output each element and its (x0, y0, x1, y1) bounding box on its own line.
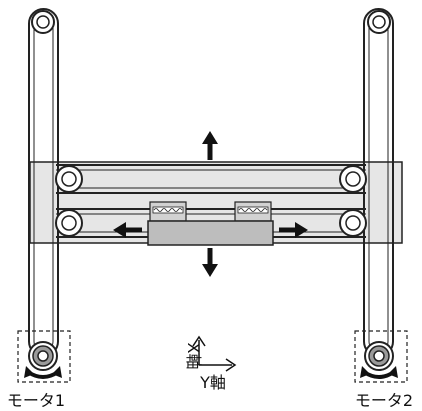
down-arrow (202, 248, 218, 277)
carriage (147, 220, 274, 246)
motor2 (354, 330, 408, 383)
top-right-pulley (367, 10, 391, 34)
upper-belt (56, 164, 366, 194)
gantry-pulley-lower-left (55, 209, 83, 237)
right-belt-clamp (234, 201, 272, 222)
up-arrow (202, 131, 218, 160)
motor1 (17, 330, 71, 383)
left-belt-clamp (149, 201, 187, 222)
motor2-label: モータ2 (355, 391, 413, 410)
axis-indicator (192, 335, 237, 372)
x-axis-label: X軸 (184, 343, 203, 370)
gantry-pulley-upper-right (339, 165, 367, 193)
left-arrow (113, 222, 142, 238)
gantry-pulley-lower-right (339, 209, 367, 237)
y-axis-label: Y軸 (199, 373, 226, 392)
gantry-pulley-upper-left (55, 165, 83, 193)
motor1-label: モータ1 (7, 391, 65, 410)
right-arrow (279, 222, 308, 238)
top-left-pulley (31, 10, 55, 34)
